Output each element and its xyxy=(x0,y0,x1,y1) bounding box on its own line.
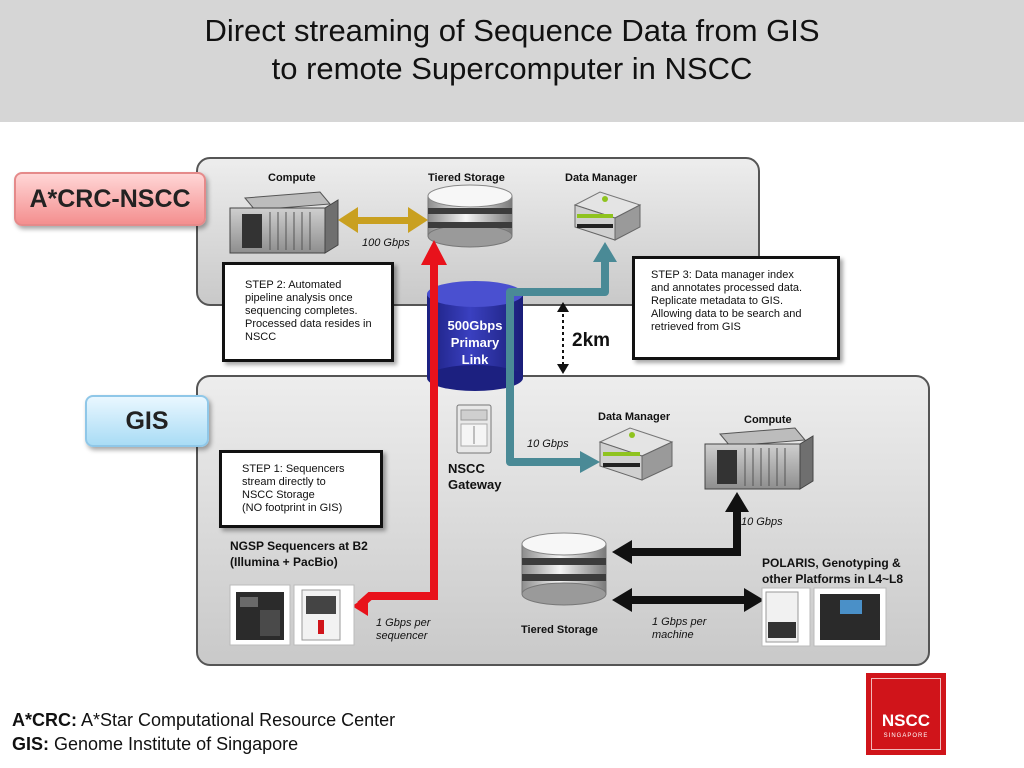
step1-line-1: STEP 1: Sequencers xyxy=(242,463,345,475)
nscc-compute-server-icon xyxy=(229,191,339,254)
data-manager-replication-arrow xyxy=(506,258,609,466)
nscc-compute-storage-arrow xyxy=(338,207,428,233)
gis-storage-cylinder-icon xyxy=(521,532,607,606)
nscc-logo: NSCC SINGAPORE xyxy=(866,673,946,755)
polaris-label: POLARIS, Genotyping & other Platforms in… xyxy=(762,555,903,587)
gateway-label: NSCC Gateway xyxy=(448,461,501,493)
step3-box: STEP 3: Data manager index and annotates… xyxy=(632,256,840,360)
gis-compute-link-speed: 10 Gbps xyxy=(741,516,783,528)
step2-line-2: pipeline analysis once xyxy=(245,292,353,304)
nscc-gateway-server-icon xyxy=(456,404,492,454)
gateway-line-1: NSCC xyxy=(448,461,485,476)
polaris-line-2: other Platforms in L4~L8 xyxy=(762,572,904,586)
primary-link-label: 500Gbps Primary Link xyxy=(430,317,520,368)
distance-marker xyxy=(557,302,569,374)
gis-storage-label: Tiered Storage xyxy=(521,624,598,636)
teal-arrow-head-top xyxy=(593,242,617,262)
gis-dm-link-speed: 10 Gbps xyxy=(527,438,569,450)
footer-gis-value: Genome Institute of Singapore xyxy=(49,734,299,754)
primary-link-line-1: 500Gbps xyxy=(447,318,503,333)
nscc-storage-cylinder-icon xyxy=(427,184,513,248)
nscc-tag: A*CRC-NSCC xyxy=(14,172,206,226)
nscc-data-manager-icon xyxy=(573,191,642,241)
distance-label: 2km xyxy=(572,330,611,351)
storage-polaris-arrow xyxy=(612,588,764,612)
primary-link-line-2: Primary xyxy=(450,335,500,350)
step1-line-2: stream directly to xyxy=(242,476,326,488)
polaris-line-1: POLARIS, Genotyping & xyxy=(762,556,901,570)
step1-line-4: (NO footprint in GIS) xyxy=(242,502,343,514)
gis-data-manager-label: Data Manager xyxy=(598,411,671,423)
nscc-storage-label: Tiered Storage xyxy=(428,172,505,184)
footer-crc-key: A*CRC: xyxy=(12,710,77,730)
gis-compute-server-icon xyxy=(704,427,814,490)
step3-line-3: Replicate metadata to GIS. xyxy=(651,295,784,307)
gis-tag: GIS xyxy=(85,395,209,447)
step3-line-5: retrieved from GIS xyxy=(651,321,741,333)
step2-line-3: sequencing completes. xyxy=(245,305,358,317)
footer-legend: A*CRC: A*Star Computational Resource Cen… xyxy=(12,708,395,756)
step1-line-3: NSCC Storage xyxy=(242,489,315,501)
step3-line-4: Allowing data to be search and xyxy=(651,308,802,320)
sequencers-line-2: (Illumina + PacBio) xyxy=(230,555,338,569)
footer-gis-key: GIS: xyxy=(12,734,50,754)
footer-crc: A*CRC: A*Star Computational Resource Cen… xyxy=(12,708,395,732)
step2-line-5: NSCC xyxy=(245,331,277,343)
step2-line-4: Processed data resides in xyxy=(245,318,372,330)
sequencer-stream-arrow xyxy=(352,240,447,616)
title-line-1: Direct streaming of Sequence Data from G… xyxy=(204,13,820,48)
sequencers-label: NGSP Sequencers at B2 (Illumina + PacBio… xyxy=(230,538,368,570)
seq-link-speed: 1 Gbps per sequencer xyxy=(376,617,430,643)
nscc-logo-text: NSCC xyxy=(881,711,931,730)
step3-line-1: STEP 3: Data manager index xyxy=(651,269,794,281)
polaris-platforms-icon xyxy=(761,587,887,647)
nscc-logo-subtext: SINGAPORE xyxy=(883,733,929,739)
seq-link-line-1: 1 Gbps per xyxy=(376,617,431,629)
sequencers-line-1: NGSP Sequencers at B2 xyxy=(230,539,368,553)
primary-link-line-3: Link xyxy=(461,352,489,367)
footer-gis: GIS: Genome Institute of Singapore xyxy=(12,732,395,756)
seq-link-line-2: sequencer xyxy=(376,630,428,642)
gis-compute-label: Compute xyxy=(744,414,792,426)
machine-link-line-2: machine xyxy=(652,629,694,641)
step1-box: STEP 1: Sequencers stream directly to NS… xyxy=(219,450,383,528)
machine-link-line-1: 1 Gbps per xyxy=(652,616,707,628)
step3-line-2: and annotates processed data. xyxy=(651,282,803,294)
title-bar xyxy=(0,0,1024,122)
gis-data-manager-icon xyxy=(598,427,674,481)
step2-box: STEP 2: Automated pipeline analysis once… xyxy=(222,262,394,362)
nscc-link-speed: 100 Gbps xyxy=(362,237,410,249)
step2-line-1: STEP 2: Automated xyxy=(245,279,342,291)
page-title: Direct streaming of Sequence Data from G… xyxy=(0,12,1024,88)
machine-link-speed: 1 Gbps per machine xyxy=(652,616,706,642)
title-line-2: to remote Supercomputer in NSCC xyxy=(271,51,753,86)
teal-arrow-head-right xyxy=(580,451,600,473)
nscc-data-manager-label: Data Manager xyxy=(565,172,638,184)
nscc-compute-label: Compute xyxy=(268,172,316,184)
gateway-line-2: Gateway xyxy=(448,477,502,492)
ngsp-sequencers-icon xyxy=(229,584,355,646)
footer-crc-value: A*Star Computational Resource Center xyxy=(77,710,396,730)
storage-compute-arrow xyxy=(612,492,749,564)
